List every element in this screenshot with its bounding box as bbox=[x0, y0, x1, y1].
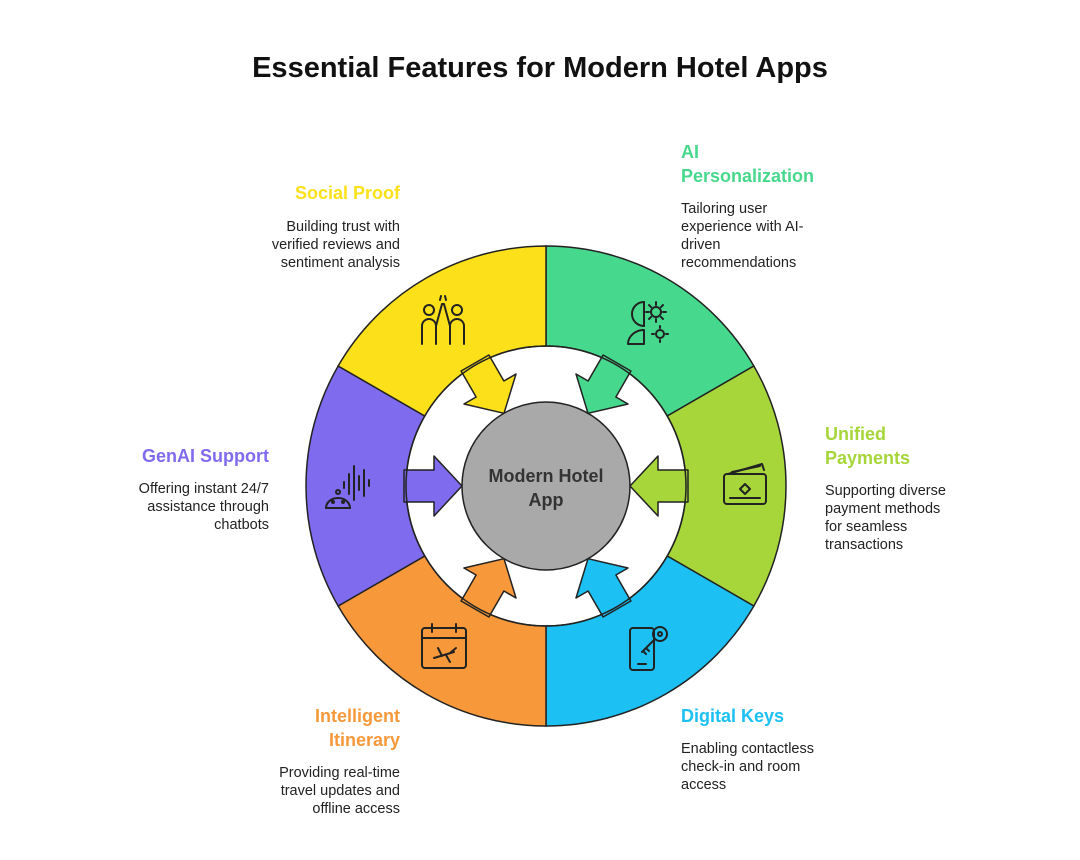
intelligent-itinerary-desc-line: travel updates and bbox=[280, 783, 400, 799]
unified-payments-desc-line: Supporting diverse bbox=[825, 483, 946, 499]
ai-personalization-label-line: AI bbox=[681, 142, 699, 162]
intelligent-itinerary-desc-line: Providing real-time bbox=[279, 765, 400, 781]
segment-genai-support-arrow bbox=[403, 455, 463, 517]
segment-ai-personalization-arrow bbox=[575, 354, 632, 415]
head-gears-icon bbox=[627, 301, 669, 345]
center-label-line2: App bbox=[529, 490, 564, 510]
ai-personalization-desc-line: recommendations bbox=[681, 255, 797, 271]
unified-payments-label-line: Payments bbox=[825, 448, 911, 468]
intelligent-itinerary-label-line: Itinerary bbox=[328, 730, 400, 750]
unified-payments-label: Unified Payments bbox=[825, 422, 1025, 470]
digital-keys-description: Enabling contactless check-in and room a… bbox=[681, 740, 881, 794]
center-hub bbox=[461, 401, 631, 571]
calendar-plane-icon bbox=[421, 623, 467, 669]
center-label-line1: Modern Hotel bbox=[489, 466, 604, 486]
genai-support-desc-line: chatbots bbox=[214, 517, 269, 533]
genai-support-desc-line: Offering instant 24/7 bbox=[138, 481, 269, 497]
ai-personalization-label-line: Personalization bbox=[681, 166, 815, 186]
ai-personalization-desc-line: driven bbox=[681, 237, 721, 253]
social-proof-description: Building trust with verified reviews and… bbox=[200, 218, 400, 272]
digital-keys-label-text: Digital Keys bbox=[681, 706, 785, 726]
voice-bot-icon bbox=[325, 465, 370, 509]
social-proof-desc-line: verified reviews and bbox=[271, 237, 400, 253]
payment-card-icon bbox=[723, 463, 767, 505]
phone-key-icon bbox=[629, 626, 668, 671]
segment-social-proof-arrow bbox=[460, 354, 517, 415]
intelligent-itinerary-label: Intelligent Itinerary bbox=[200, 704, 400, 752]
genai-support-desc-line: assistance through bbox=[147, 499, 269, 515]
segment-digital-keys-arrow bbox=[575, 557, 632, 618]
social-proof-desc-line: sentiment analysis bbox=[280, 255, 400, 271]
intelligent-itinerary-description: Providing real-time travel updates and o… bbox=[200, 764, 400, 818]
ai-personalization-desc-line: Tailoring user bbox=[681, 201, 768, 217]
diagram-title: Essential Features for Modern Hotel Apps bbox=[252, 52, 828, 84]
unified-payments-desc-line: payment methods bbox=[825, 501, 941, 517]
digital-keys-desc-line: check-in and room bbox=[681, 759, 801, 775]
ai-personalization-label: AI Personalization bbox=[681, 140, 881, 188]
unified-payments-label-line: Unified bbox=[825, 424, 886, 444]
unified-payments-description: Supporting diverse payment methods for s… bbox=[825, 482, 1025, 554]
ai-personalization-desc-line: experience with AI- bbox=[681, 219, 804, 235]
genai-support-label: GenAI Support bbox=[69, 444, 269, 468]
social-proof-desc-line: Building trust with bbox=[286, 219, 400, 235]
high-five-icon bbox=[421, 295, 465, 345]
segment-intelligent-itinerary-arrow bbox=[460, 557, 517, 618]
intelligent-itinerary-label-line: Intelligent bbox=[315, 706, 400, 726]
intelligent-itinerary-desc-line: offline access bbox=[312, 801, 400, 817]
digital-keys-desc-line: Enabling contactless bbox=[681, 741, 814, 757]
ai-personalization-description: Tailoring user experience with AI- drive… bbox=[681, 200, 881, 272]
unified-payments-desc-line: transactions bbox=[825, 537, 904, 553]
genai-support-description: Offering instant 24/7 assistance through… bbox=[69, 480, 269, 534]
segment-unified-payments-arrow bbox=[629, 455, 689, 517]
inner-ring-outline bbox=[405, 345, 687, 627]
social-proof-label: Social Proof bbox=[230, 181, 400, 205]
digital-keys-label: Digital Keys bbox=[681, 704, 881, 728]
unified-payments-desc-line: for seamless bbox=[825, 519, 908, 535]
social-proof-label-text: Social Proof bbox=[294, 183, 400, 203]
genai-support-label-text: GenAI Support bbox=[142, 446, 269, 466]
digital-keys-desc-line: access bbox=[681, 777, 727, 793]
